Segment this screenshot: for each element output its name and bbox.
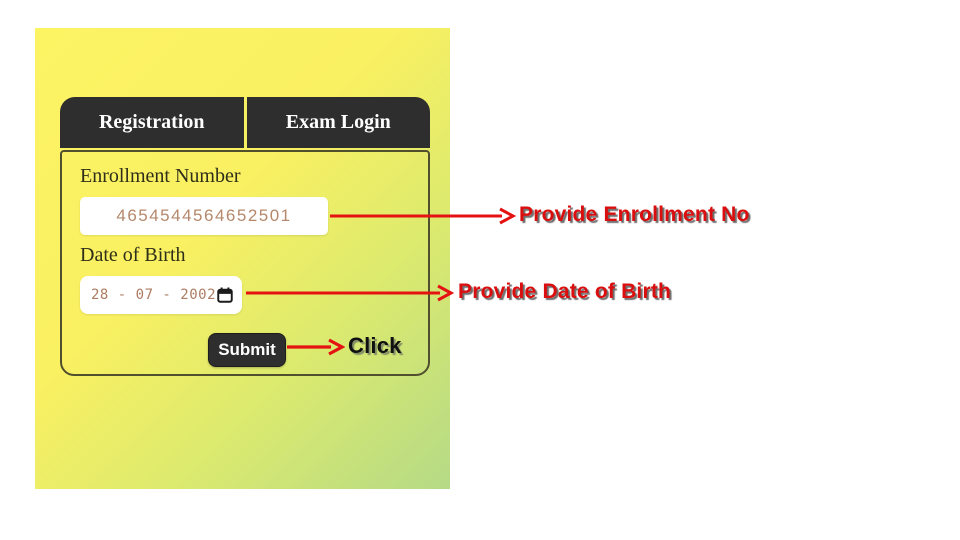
tab-divider <box>243 97 247 148</box>
exam-login-form: Enrollment Number Date of Birth 28 - 07 … <box>60 150 430 376</box>
login-tab-bar: Registration Exam Login <box>60 97 430 148</box>
dob-value: 28 - 07 - 2002 <box>91 287 217 303</box>
dob-label: Date of Birth <box>80 244 186 266</box>
calendar-icon[interactable] <box>216 286 234 304</box>
dob-annotation: Provide Date of Birth <box>458 280 672 303</box>
enrollment-input[interactable] <box>80 197 328 235</box>
tab-registration[interactable]: Registration <box>60 97 244 148</box>
enrollment-annotation: Provide Enrollment No <box>519 203 750 226</box>
dob-input[interactable]: 28 - 07 - 2002 <box>80 276 242 314</box>
tab-exam-login-label: Exam Login <box>285 111 391 133</box>
submit-button[interactable]: Submit <box>208 333 286 367</box>
submit-annotation: Click <box>348 333 402 358</box>
tab-exam-login[interactable]: Exam Login <box>247 97 431 148</box>
enrollment-label: Enrollment Number <box>80 165 241 187</box>
tab-registration-label: Registration <box>98 111 205 133</box>
